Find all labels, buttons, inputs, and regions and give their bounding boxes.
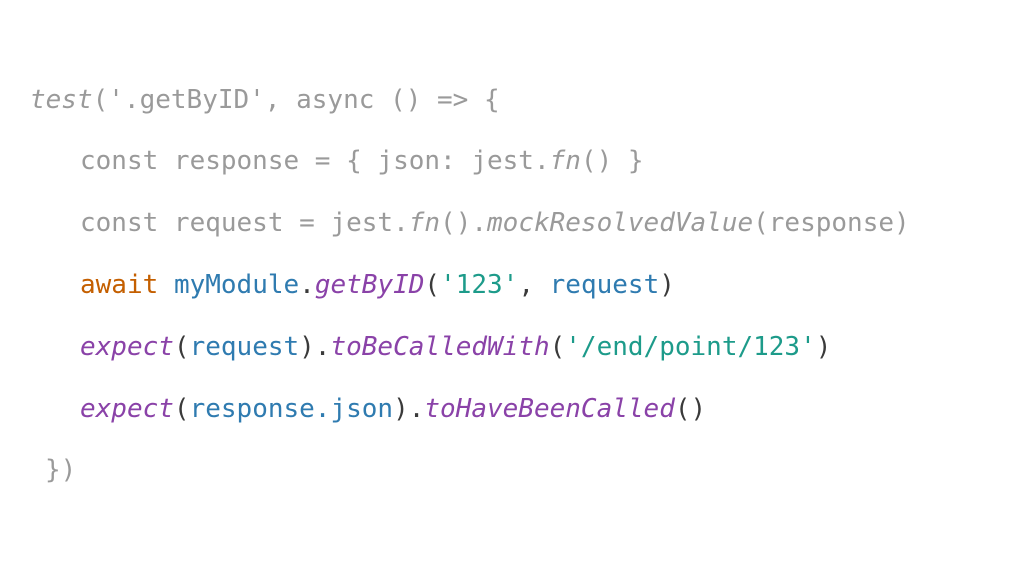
to-be-called-with-method: toBeCalledWith — [330, 332, 550, 362]
jest-fn-call: fn — [549, 146, 581, 176]
call-parens: () — [674, 394, 707, 424]
code-line-close: }) — [45, 455, 76, 485]
request-arg: request — [189, 332, 300, 362]
to-have-been-called-method: toHaveBeenCalled — [424, 394, 675, 424]
request-decl: const request = jest. — [80, 208, 409, 238]
code-line-test: test('.getByID', async () => { — [30, 85, 500, 115]
expect-function: expect — [80, 332, 174, 362]
open-paren: ( — [173, 332, 190, 362]
mock-resolved-value-call: mockResolvedValue — [487, 208, 754, 238]
expect-function: expect — [80, 394, 174, 424]
await-keyword: await — [80, 270, 159, 300]
code-line-expect-response: expect(response.json).toHaveBeenCalled() — [80, 394, 706, 424]
request-decl-mid: (). — [440, 208, 488, 238]
response-json-arg: response.json — [189, 394, 394, 424]
open-paren: ( — [424, 270, 441, 300]
close-paren-dot: ). — [393, 394, 425, 424]
id-string: '123' — [440, 270, 519, 300]
request-arg: request — [549, 270, 660, 300]
close-paren-dot: ). — [299, 332, 331, 362]
request-decl-end: (response) — [753, 208, 910, 238]
endpoint-string: '/end/point/123' — [565, 332, 816, 362]
response-decl: const response = { json: jest. — [80, 146, 550, 176]
get-by-id-method: getByID — [314, 270, 425, 300]
jest-fn-call: fn — [408, 208, 441, 238]
response-decl-end: () } — [580, 146, 644, 176]
open-paren: ( — [549, 332, 566, 362]
code-line-response: const response = { json: jest.fn() } — [80, 146, 644, 176]
module-identifier: myModule — [173, 270, 300, 300]
code-line-await: await myModule.getByID('123', request) — [80, 270, 675, 300]
whitespace — [158, 270, 174, 300]
code-line-request: const request = jest.fn().mockResolvedVa… — [80, 208, 910, 238]
dot: . — [299, 270, 315, 300]
close-paren: ) — [815, 332, 832, 362]
close-paren: ) — [659, 270, 675, 300]
closing-brace: }) — [45, 455, 77, 485]
comma: , — [518, 270, 550, 300]
code-line-expect-request: expect(request).toBeCalledWith('/end/poi… — [80, 332, 831, 362]
test-function: test — [30, 85, 93, 115]
open-paren: ( — [173, 394, 190, 424]
test-args: ('.getByID', async () => { — [92, 85, 500, 115]
